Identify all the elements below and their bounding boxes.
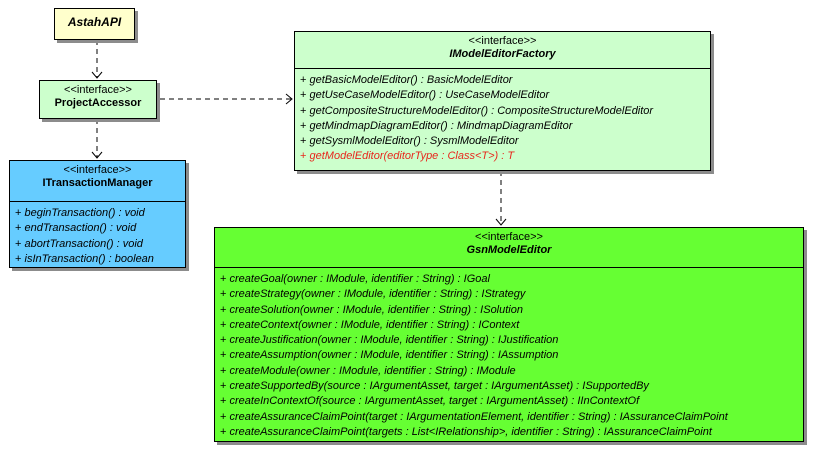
operation-list: + beginTransaction() : void + endTransac… <box>10 202 185 267</box>
operation-item: + endTransaction() : void <box>15 222 137 235</box>
operation-item: + createSupportedBy(source : IArgumentAs… <box>220 380 649 393</box>
operation-item: + createModule(owner : IModule, identifi… <box>220 364 516 377</box>
operation-item: + createStrategy(owner : IModule, identi… <box>220 288 526 301</box>
operation-list: + getBasicModelEditor() : BasicModelEdit… <box>295 69 710 165</box>
operation-item: + createGoal(owner : IModule, identifier… <box>220 273 490 285</box>
operation-item: + createAssuranceClaimPoint(target : IAr… <box>220 410 728 423</box>
operation-item: + createAssumption(owner : IModule, iden… <box>220 349 559 362</box>
interface-project-accessor[interactable]: <<interface>> ProjectAccessor <box>39 80 157 119</box>
class-name: AstahAPI <box>67 15 122 29</box>
operation-item: + createContext(owner : IModule, identif… <box>220 318 520 331</box>
operation-item: + getMindmapDiagramEditor() : MindmapDia… <box>300 119 573 132</box>
class-astah-api[interactable]: AstahAPI <box>54 8 135 40</box>
operation-item: + createSolution(owner : IModule, identi… <box>220 303 523 316</box>
operation-item: + createInContextOf(source : IArgumentAs… <box>220 395 640 408</box>
operation-item: + beginTransaction() : void <box>15 207 145 219</box>
stereotype-label: <<interface>> <box>475 231 543 243</box>
class-name: IModelEditorFactory <box>449 48 556 60</box>
operation-item: + createJustification(owner : IModule, i… <box>220 334 559 347</box>
operation-item: + getUseCaseModelEditor() : UseCaseModel… <box>300 89 550 102</box>
arrowhead-factory <box>285 93 293 105</box>
operation-item: + getCompositeStructureModelEditor() : C… <box>300 104 654 117</box>
class-name: ITransactionManager <box>42 177 153 189</box>
operation-item: + createAssuranceClaimPoint(targets : Li… <box>220 425 712 438</box>
interface-transaction-manager[interactable]: <<interface>> ITransactionManager + begi… <box>9 160 186 268</box>
arrowhead-transactionmanager <box>91 151 103 159</box>
operation-item-highlighted: + getModelEditor(editorType : Class<T>) … <box>300 150 515 163</box>
stereotype-label: <<interface>> <box>63 164 132 176</box>
stereotype-label: <<interface>> <box>64 84 132 96</box>
operation-item: + isInTransaction() : boolean <box>15 252 154 265</box>
compartment-divider <box>295 68 710 69</box>
operation-item: + getSysmlModelEditor() : SysmlModelEdit… <box>300 135 519 148</box>
class-name: GsnModelEditor <box>466 244 552 256</box>
arrowhead-projectaccessor <box>91 71 103 79</box>
compartment-divider <box>215 267 803 268</box>
interface-model-editor-factory[interactable]: <<interface>> IModelEditorFactory + getB… <box>294 31 711 171</box>
class-name: ProjectAccessor <box>54 97 142 109</box>
compartment-divider <box>10 201 185 202</box>
operation-item: + abortTransaction() : void <box>15 237 143 250</box>
operation-item: + getBasicModelEditor() : BasicModelEdit… <box>300 74 513 86</box>
operation-list: + createGoal(owner : IModule, identifier… <box>215 268 803 440</box>
stereotype-label: <<interface>> <box>468 35 537 47</box>
interface-gsn-model-editor[interactable]: <<interface>> GsnModelEditor + createGoa… <box>214 227 804 442</box>
arrowhead-gsneditor <box>495 218 507 226</box>
